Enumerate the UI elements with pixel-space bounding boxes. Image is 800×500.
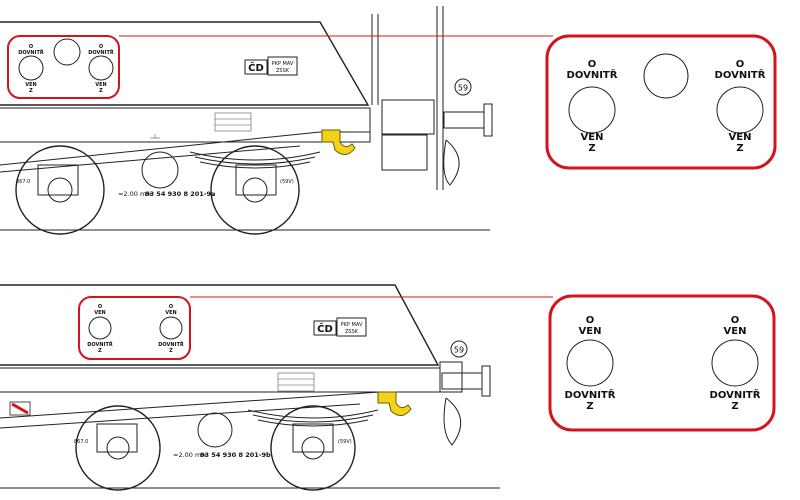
bottom-dimension: =2.00 m=	[173, 451, 207, 459]
bottom-large-left-top-2: VEN	[579, 326, 602, 337]
top-large-center-disc	[643, 53, 689, 99]
top-large-right-top-2: DOVNITŘ	[715, 68, 766, 81]
top-large-left-top-2: DOVNITŘ	[567, 68, 618, 81]
bottom-large-right-top-1: O	[731, 315, 740, 326]
bottom-large-right-bottom-2: Z	[731, 401, 738, 412]
bottom-coupling-hook-icon	[377, 391, 412, 416]
top-wagon-number: 83 54 930 8 201-9a	[145, 190, 215, 198]
bottom-wagon-number: 83 54 930 8 201-9b	[200, 451, 271, 459]
bottom-small-left-top-1: O	[98, 304, 102, 310]
top-large-panel	[545, 34, 777, 170]
top-small-right-bottom-1: VEN	[95, 82, 106, 88]
top-large-right-bottom-2: Z	[736, 143, 743, 154]
bottom-large-panel	[548, 294, 776, 432]
top-wagon-body	[0, 21, 370, 106]
bottom-small-right-bottom-1: DOVNITŘ	[158, 341, 184, 348]
top-large-right-top-1: O	[736, 59, 745, 70]
top-buffer-label: (59V)	[280, 179, 294, 185]
top-large-left-bottom-2: Z	[588, 143, 595, 154]
top-operator-line1: PKP MAV	[272, 61, 294, 67]
top-large-panel-group: O DOVNITŘ VEN Z O DOVNITŘ VEN Z	[545, 34, 777, 170]
top-small-panel	[7, 35, 120, 99]
bottom-small-right-disc	[159, 316, 183, 340]
bottom-large-left-top-1: O	[586, 315, 595, 326]
top-large-left-top-1: O	[588, 59, 597, 70]
top-dimension: =2.00 m=	[118, 190, 152, 198]
bottom-small-panel	[78, 296, 191, 360]
bottom-wagon-drawing: 59 =2.00 m= 83 54 930 8 201-9b 867.0 (59…	[0, 284, 500, 491]
top-small-right-top-2: DOVNITŘ	[88, 49, 114, 56]
bottom-small-left-top-2: VEN	[94, 310, 105, 316]
top-small-right-top-1: O	[99, 44, 103, 50]
bottom-small-left-disc	[88, 316, 112, 340]
bottom-wagon-frame	[0, 367, 441, 393]
top-small-left-bottom-1: VEN	[25, 82, 36, 88]
top-weight-label: 867.0	[16, 179, 30, 185]
bottom-large-left-bottom-2: Z	[586, 401, 593, 412]
top-small-right-disc	[88, 55, 114, 81]
top-cd-mark: ČD	[248, 61, 264, 74]
top-small-left-top-1: O	[29, 44, 33, 50]
bottom-large-left-disc	[566, 339, 614, 387]
top-wagon-drawing: 59 =2.00 m= 83 54 930 8 201-9a 867.0 (59…	[0, 6, 493, 235]
bottom-large-right-disc	[711, 339, 759, 387]
bottom-operator-line1: PKP MAV	[341, 322, 363, 328]
top-large-right-disc	[716, 86, 764, 134]
bottom-wagon-body	[0, 284, 440, 366]
bottom-weight-label: 867.0	[74, 439, 88, 445]
top-large-left-bottom-1: VEN	[581, 132, 604, 143]
bottom-large-panel-group: O VEN DOVNITŘ Z O VEN DOVNITŘ Z	[548, 294, 776, 432]
bottom-small-left-bottom-1: DOVNITŘ	[87, 341, 113, 348]
top-circle-number-ring	[454, 78, 472, 96]
top-coupling-hook-icon	[321, 129, 356, 155]
bottom-operator-line2: ZSSK	[345, 329, 359, 335]
top-small-left-bottom-2: Z	[29, 88, 33, 94]
top-wagon-frame	[0, 107, 371, 143]
top-small-center-disc	[53, 38, 81, 66]
bottom-large-right-top-2: VEN	[724, 326, 747, 337]
bottom-small-right-bottom-2: Z	[169, 348, 173, 354]
bottom-circle-number-ring	[450, 340, 468, 358]
top-circle-number: 59	[458, 84, 468, 93]
top-small-left-top-2: DOVNITŘ	[18, 49, 44, 56]
bottom-buffer-label: (59V)	[338, 439, 352, 445]
bottom-small-right-top-2: VEN	[165, 310, 176, 316]
top-large-right-bottom-1: VEN	[729, 132, 752, 143]
bottom-small-left-bottom-2: Z	[98, 348, 102, 354]
top-large-left-disc	[568, 86, 616, 134]
bottom-large-right-bottom-1: DOVNITŘ	[710, 388, 761, 401]
top-operator-line2: ZSSK	[276, 68, 290, 74]
top-small-right-bottom-2: Z	[99, 88, 103, 94]
bottom-cd-mark: ČD	[317, 322, 333, 335]
top-small-left-disc	[18, 55, 44, 81]
bottom-large-left-bottom-1: DOVNITŘ	[565, 388, 616, 401]
bottom-small-right-top-1: O	[169, 304, 173, 310]
bottom-circle-number: 59	[454, 346, 464, 355]
